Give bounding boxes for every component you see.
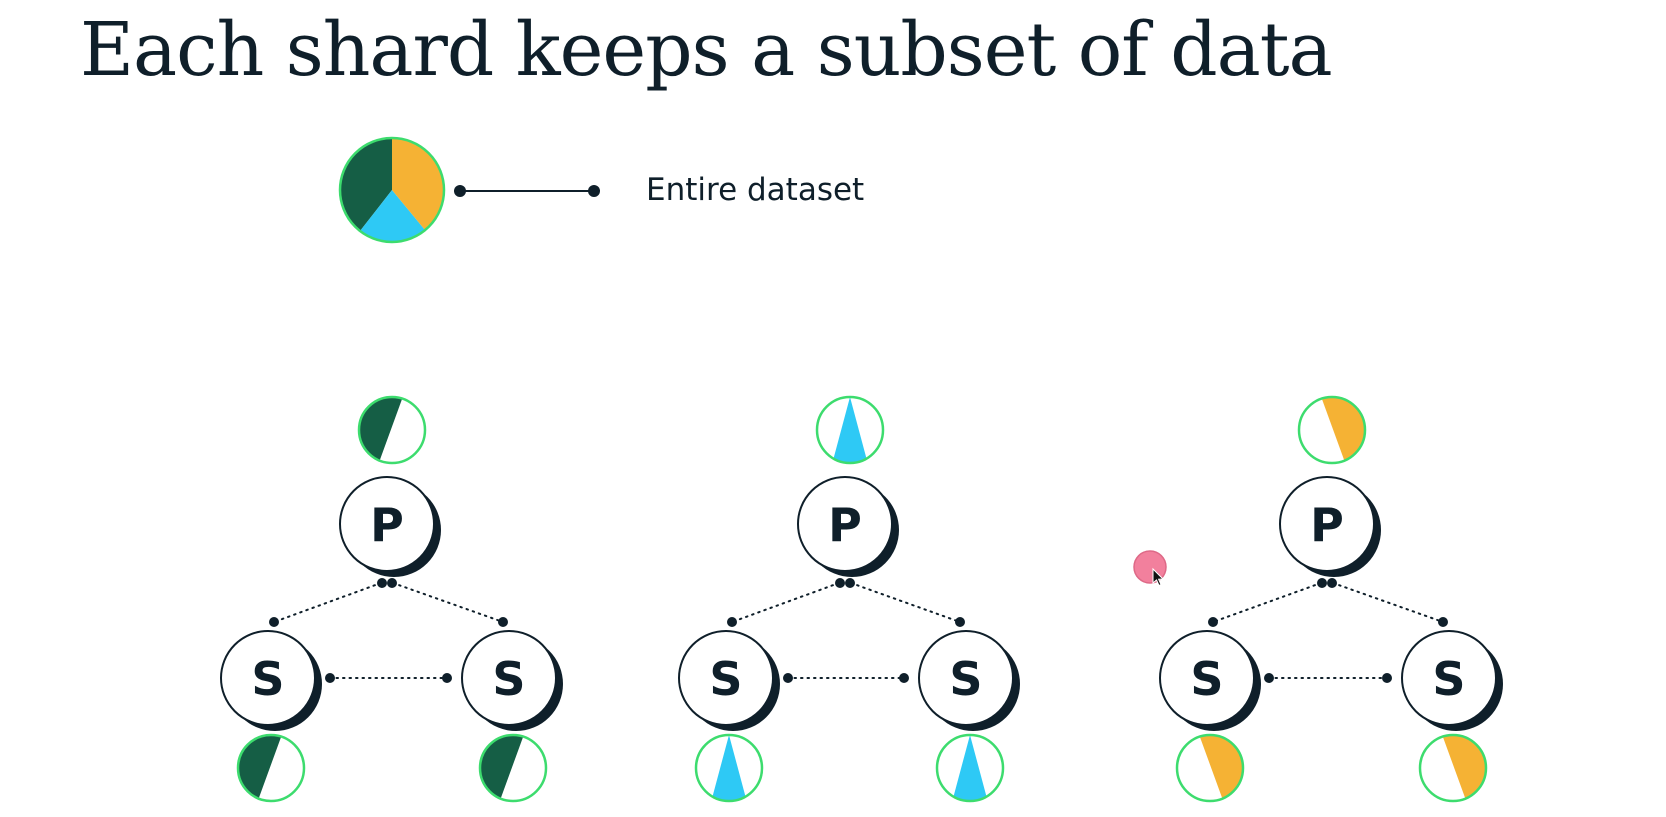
primary-data-subset-2-slice [833,397,867,463]
primary-node-2: P [797,476,899,577]
slide-title: Each shard keeps a subset of data [80,7,1333,93]
secondary-right-data-subset-1-slice [479,734,524,799]
secondary-left-data-subset-2-slice [712,735,746,801]
dataset-slice-green [339,138,392,231]
secondary-node-right-3: S [1401,630,1503,731]
secondary-left-data-subset-1-slice [237,734,282,799]
legend-dataset-pie [338,136,446,244]
secondary-node-right-1: S [461,630,563,731]
legend-label: Entire dataset [646,172,865,208]
secondary-node-left-2-label: S [709,652,742,706]
secondary-node-left-3-label: S [1190,652,1223,706]
secondary-right-data-subset-2-slice [953,735,987,801]
primary-node-1-label: P [370,498,404,552]
secondary-node-left-1: S [220,630,322,731]
pointer-cursor-icon [1152,567,1165,587]
replica-set-2: P S S [678,395,1020,803]
secondary-right-data-subset-3-slice [1442,735,1486,799]
primary-data-subset-1-slice [359,397,403,461]
replica-set-3: P S S [1159,395,1503,803]
dataset-slice-orange [392,138,444,230]
replica-set-1: P S S [220,395,563,803]
primary-data-subset-3-slice [1321,397,1365,461]
secondary-left-data-subset-3-slice [1199,734,1244,799]
cursor-highlight [1133,550,1167,587]
legend-connector [454,185,600,197]
primary-node-1: P [339,476,441,577]
primary-node-3-label: P [1310,498,1344,552]
secondary-node-left-2: S [678,630,780,731]
secondary-node-left-1-label: S [251,652,284,706]
secondary-node-right-3-label: S [1432,652,1465,706]
primary-node-2-label: P [828,498,862,552]
shards: P S S P S S P S S [220,395,1503,803]
secondary-node-right-2-label: S [949,652,982,706]
secondary-node-left-3: S [1159,630,1261,731]
primary-node-3: P [1279,476,1381,577]
secondary-node-right-1-label: S [492,652,525,706]
dataset-slice-cyan [360,190,425,242]
secondary-node-right-2: S [918,630,1020,731]
